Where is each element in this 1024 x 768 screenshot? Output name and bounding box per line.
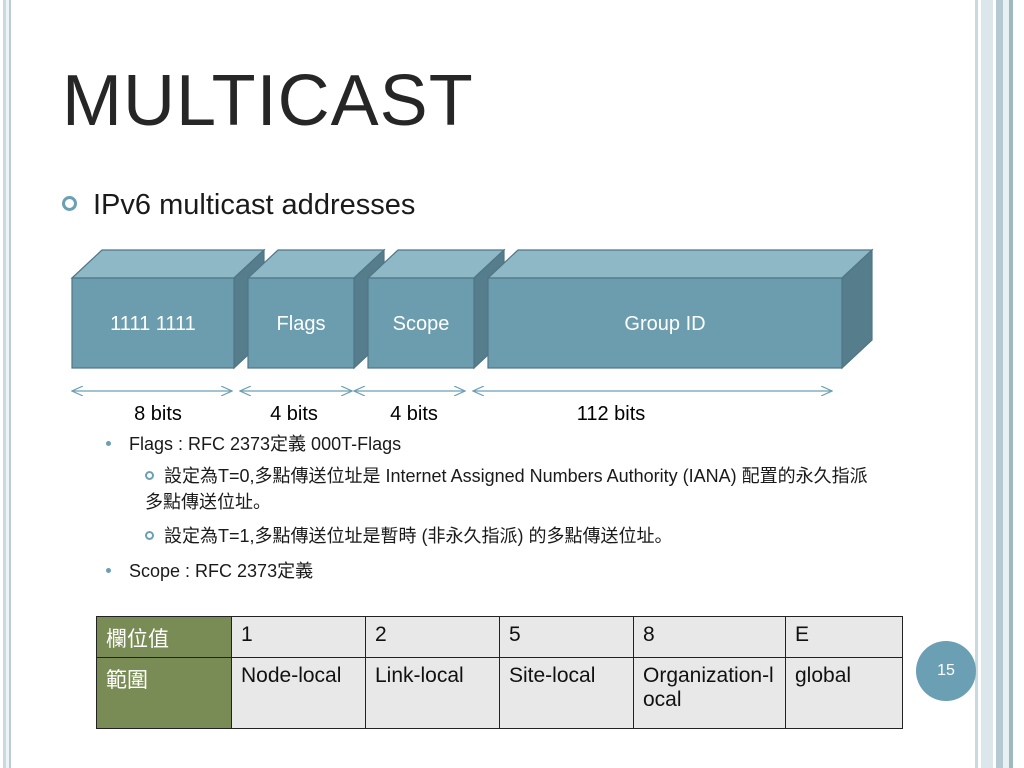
dot-bullet-icon [106,567,111,573]
table-header-cell: 範圍 [96,657,232,729]
scope-bullet: Scope : RFC 2373定義 [106,558,313,584]
left-frame-stripes [0,0,13,768]
table-cell: 2 [365,616,500,658]
segment-label: Group ID [624,313,705,335]
table-cell: Node-local [231,657,366,729]
main-bullet-text: IPv6 multicast addresses [93,189,416,221]
ring-bullet-icon [145,470,154,480]
flags-sub-bullet-1-text: 設定為T=0,多點傳送位址是 Internet Assigned Numbers… [145,466,868,512]
ring-bullet-icon [62,195,77,211]
address-format-diagram: 1111 1111 Flags Scope Group ID 8 bits 4 bits… [70,248,874,425]
address-segment-box [486,248,874,370]
table-cell: 5 [499,616,634,658]
table-cell: 1 [231,616,366,658]
bit-width-label: 8 bits [134,403,182,425]
bit-width-label: 4 bits [270,403,318,425]
scope-bullet-text: Scope : RFC 2373定義 [129,561,314,581]
slide-title: MULTICAST [62,61,474,141]
flags-bullet-text: Flags : RFC 2373定義 000T-Flags [129,434,402,454]
segment-label: Scope [393,313,450,335]
table-row: 欄位值 1 2 5 8 E [96,616,903,658]
table-header-cell: 欄位值 [96,616,232,658]
flags-sub-bullet-2: 設定為T=1,多點傳送位址是暫時 (非永久指派) 的多點傳送位址。 [145,523,865,549]
table-cell: 8 [633,616,786,658]
segment-label: Flags [277,313,326,335]
scope-table: 欄位值 1 2 5 8 E 範圍 Node-local Link-local S… [96,616,903,729]
dot-bullet-icon [106,440,111,446]
table-cell: global [785,657,903,729]
main-bullet: IPv6 multicast addresses [62,189,415,222]
ring-bullet-icon [145,530,154,540]
right-frame-stripes [975,0,1024,768]
table-cell: Site-local [499,657,634,729]
address-segment-box [366,248,506,370]
table-row: 範圍 Node-local Link-local Site-local Orga… [96,657,903,729]
table-cell: Link-local [365,657,500,729]
address-segment-box [70,248,266,370]
flags-sub-bullet-1: 設定為T=0,多點傳送位址是 Internet Assigned Numbers… [145,463,885,515]
flags-sub-bullet-2-text: 設定為T=1,多點傳送位址是暫時 (非永久指派) 的多點傳送位址。 [164,526,673,546]
bit-width-label: 4 bits [390,403,438,425]
segment-label: 1111 1111 [110,313,196,335]
table-cell: Organization-local [633,657,786,729]
bit-width-label: 112 bits [577,403,646,425]
table-cell: E [785,616,903,658]
address-segment-box [246,248,386,370]
page-number-badge: 15 [916,641,976,701]
flags-bullet: Flags : RFC 2373定義 000T-Flags [106,431,401,457]
